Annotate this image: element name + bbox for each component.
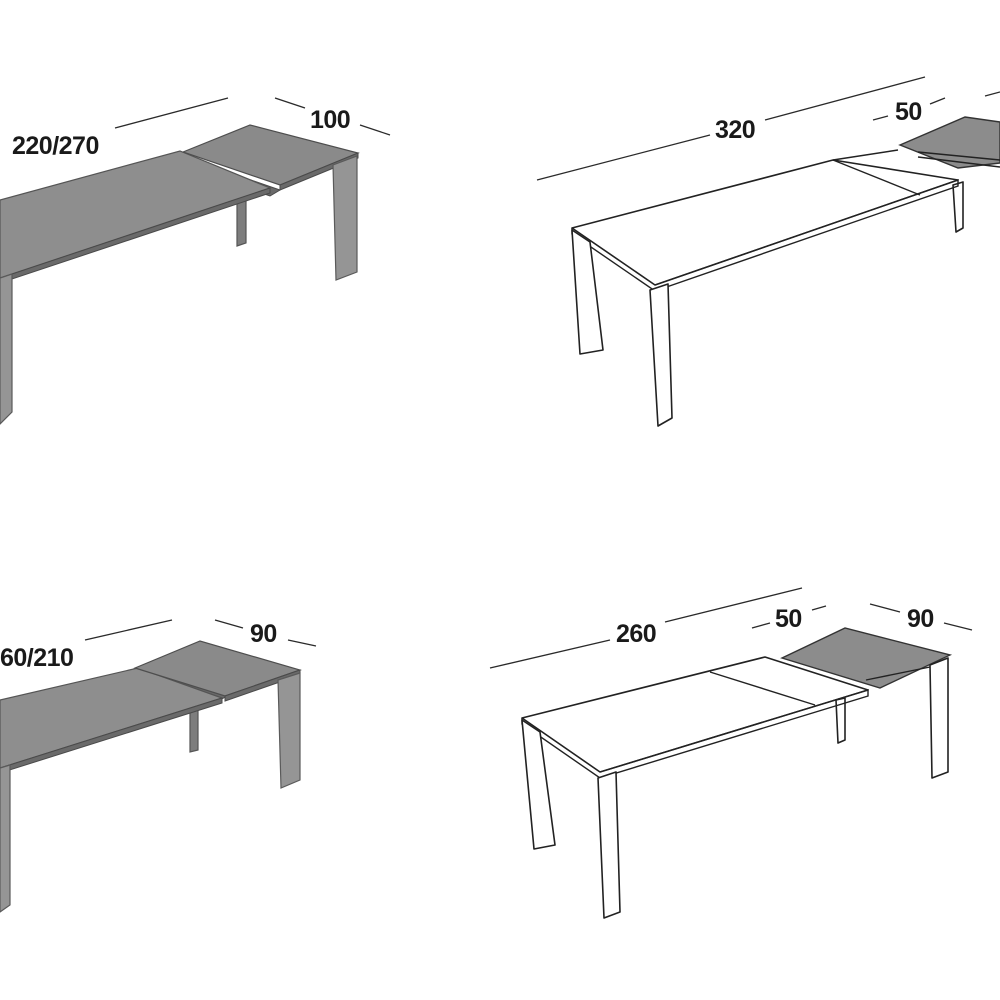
table-c-right-leg bbox=[277, 672, 301, 789]
table-c-main-top-edge bbox=[0, 697, 223, 774]
table-d-end-leg bbox=[929, 657, 949, 779]
table-d-width-label: 90 bbox=[907, 605, 934, 633]
table-b-rail-2 bbox=[917, 151, 1000, 161]
table-b-extension-leaf bbox=[898, 116, 1000, 169]
table-d-leaf-label: 50 bbox=[775, 605, 802, 633]
table-a-length-dim-line bbox=[114, 97, 229, 129]
table-b-extension-dim-line-far bbox=[984, 91, 1000, 97]
table-c-extension-dim-line-left bbox=[214, 619, 244, 629]
table-a-extension-label: 100 bbox=[310, 106, 350, 134]
table-d-width-dim-line-right bbox=[943, 622, 973, 631]
table-b-drawing: 320 50 bbox=[536, 76, 1000, 427]
table-b-right-leg bbox=[649, 283, 673, 427]
table-b-leaf-seam bbox=[832, 159, 921, 196]
table-a-length-label: 220/270 bbox=[12, 132, 99, 160]
table-c-extension-label: 90 bbox=[250, 620, 277, 648]
table-b-leaf-joint bbox=[832, 149, 899, 161]
table-d-main-top bbox=[521, 656, 869, 773]
table-b-extension-dim-line-right bbox=[929, 97, 946, 105]
table-a-extension-edge bbox=[279, 152, 359, 191]
table-a-extension-dim-line-right bbox=[359, 124, 391, 136]
table-b-length-dim-line-left bbox=[536, 134, 711, 181]
table-c-length-dim-line bbox=[84, 619, 173, 641]
table-b-rail-1 bbox=[917, 156, 1000, 168]
table-d-left-leg bbox=[521, 719, 556, 850]
table-c-extension-dim-line-right bbox=[287, 639, 317, 647]
table-d-width-dim-line-left bbox=[869, 603, 901, 613]
table-b-length-label: 320 bbox=[715, 116, 755, 144]
table-b-extension-label: 50 bbox=[895, 98, 922, 126]
table-a-drawing: 220/270 100 bbox=[0, 97, 391, 425]
table-a-extension-dim-line-left bbox=[274, 97, 306, 109]
table-d-extension-leaf bbox=[780, 627, 953, 689]
table-a-main-top bbox=[0, 150, 272, 279]
table-b-left-leg bbox=[571, 229, 604, 355]
table-d-length-dim-line-left bbox=[489, 639, 611, 669]
table-b-extension-dim-line-left bbox=[872, 115, 889, 121]
table-d-drawing: 260 50 90 bbox=[489, 587, 973, 919]
table-b-main-top bbox=[571, 159, 959, 286]
table-d-leaf-dim-line-left bbox=[751, 622, 771, 629]
table-c-left-leg bbox=[0, 764, 11, 913]
table-a-right-leg bbox=[332, 155, 358, 281]
table-d-rail-1 bbox=[865, 666, 931, 681]
table-b-rear-leg bbox=[952, 181, 964, 233]
table-c-drawing: 60/210 90 bbox=[0, 619, 317, 913]
table-d-leaf-dim-line-right bbox=[811, 605, 827, 611]
table-d-leaf-seam bbox=[709, 671, 816, 706]
table-b-length-dim-line-right bbox=[764, 76, 926, 121]
table-a-left-leg bbox=[0, 273, 13, 425]
table-d-length-label: 260 bbox=[616, 620, 656, 648]
table-c-length-label: 60/210 bbox=[0, 644, 73, 672]
table-d-right-leg bbox=[597, 771, 621, 919]
table-d-length-dim-line-right bbox=[664, 587, 803, 623]
table-a-main-top-edge bbox=[0, 187, 271, 284]
